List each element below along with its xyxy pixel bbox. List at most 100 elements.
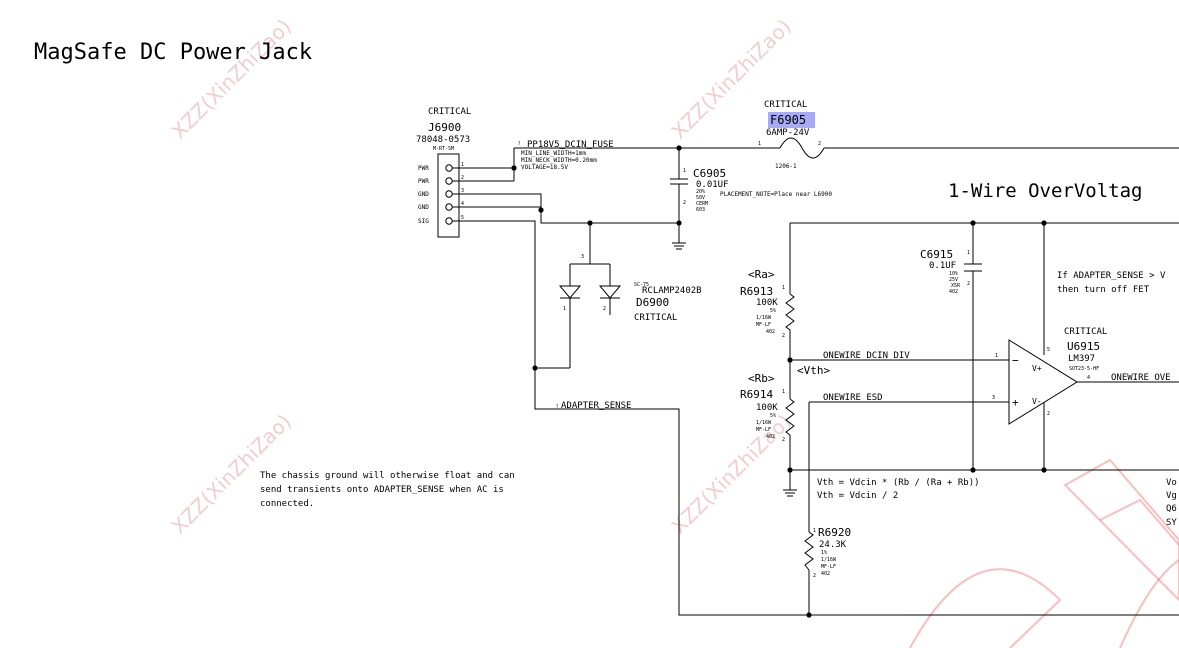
cap-pin1: 1 bbox=[967, 250, 970, 256]
connector-pin-circle bbox=[445, 203, 453, 211]
junction bbox=[787, 467, 793, 473]
comparator-minus: − bbox=[1012, 354, 1019, 367]
connector-pin-circle bbox=[445, 177, 453, 185]
cap-spec: 402 bbox=[949, 289, 958, 295]
junction bbox=[806, 612, 812, 618]
wire-adapter-sense bbox=[452, 220, 1179, 616]
junction bbox=[511, 165, 517, 171]
resistor-spec: 5% bbox=[770, 413, 776, 419]
junction bbox=[1041, 467, 1047, 473]
wire bbox=[540, 207, 679, 224]
watermarks: XZZ(XinZhiZao) XZZ(XinZhiZao) XZZ(XinZhi… bbox=[167, 14, 1179, 648]
wires-connector bbox=[452, 148, 1179, 616]
net-min-line: MIN_LINE_WIDTH=1mm bbox=[521, 150, 586, 157]
watermark-logo-4 bbox=[1119, 559, 1179, 648]
connector-j6900: CRITICAL J6900 78048-0573 M-RT-SM PWR PW… bbox=[416, 107, 471, 238]
connector-pin-num: 3 bbox=[461, 188, 464, 194]
resistor-pin1: 1 bbox=[782, 285, 785, 291]
connector-pin-circle bbox=[445, 164, 453, 172]
diode-ref: D6900 bbox=[636, 296, 669, 309]
adapter-sense-pin: 7 bbox=[556, 404, 559, 409]
connector-part: 78048-0573 bbox=[416, 135, 470, 145]
cut-text-2: Vg bbox=[1166, 491, 1177, 501]
cap-spec: X5R bbox=[951, 283, 961, 289]
resistor-ref: R6914 bbox=[740, 388, 773, 401]
net-onewire-dcin-div: ONEWIRE_DCIN_DIV bbox=[823, 351, 910, 361]
comparator-pin4: 4 bbox=[1087, 375, 1090, 381]
net-pin-num: 7 bbox=[518, 141, 521, 146]
resistor-pin2: 2 bbox=[782, 437, 785, 443]
connector-pin-name: GND bbox=[418, 204, 429, 211]
junction bbox=[538, 207, 544, 213]
resistor-ref: R6913 bbox=[740, 285, 773, 298]
connector-pkg: M-RT-SM bbox=[433, 146, 454, 152]
wires-right bbox=[783, 220, 1179, 618]
diode-b bbox=[598, 264, 622, 315]
resistor-pin2: 2 bbox=[813, 573, 816, 579]
connector-pins: PWR PWR GND GND SIG 1 2 3 4 5 bbox=[418, 162, 464, 225]
chassis-note-line2: send transients onto ADAPTER_SENSE when … bbox=[260, 485, 504, 495]
net-min-neck: MIN_NECK_WIDTH=0.20mm bbox=[521, 157, 597, 164]
comparator-pin1: 1 bbox=[995, 353, 998, 359]
cut-text-1: Vo bbox=[1166, 478, 1177, 488]
fuse-ref: F6905 bbox=[770, 113, 806, 127]
fuse-pkg: 1206-1 bbox=[775, 163, 797, 170]
note-right-line2: then turn off FET bbox=[1057, 285, 1150, 295]
resistor-value: 24.3K bbox=[819, 540, 847, 550]
comparator-plus: + bbox=[1012, 396, 1019, 409]
chassis-note: The chassis ground will otherwise float … bbox=[260, 471, 515, 509]
resistor-r6914: <Rb> R6914 1 100K 5% 1/16W MF-LF 402 2 bbox=[740, 372, 795, 443]
chassis-note-line3: connected. bbox=[260, 499, 314, 509]
resistor-spec: MF-LF bbox=[756, 427, 771, 433]
comparator-vminus: V- bbox=[1032, 397, 1042, 406]
resistor-spec: 1/16W bbox=[756, 420, 772, 426]
diode-pin2: 2 bbox=[603, 306, 606, 312]
capacitor-c6915: C6915 0.1UF 10% 25V X5R 402 1 2 bbox=[920, 248, 982, 295]
comparator-vplus: V+ bbox=[1032, 364, 1042, 373]
connector-ref: J6900 bbox=[428, 121, 461, 134]
fuse-critical: CRITICAL bbox=[764, 100, 807, 110]
resistor-spec: 5% bbox=[770, 308, 776, 314]
comparator-body bbox=[1008, 339, 1078, 425]
comparator-pkg: SOT23-5-HF bbox=[1069, 366, 1099, 372]
resistor-spec: 1/16W bbox=[821, 557, 837, 563]
connector-pin-circle bbox=[445, 217, 453, 225]
connector-pin-num: 2 bbox=[461, 175, 464, 181]
connector-pin-num: 5 bbox=[461, 215, 464, 221]
cap-spec: 25V bbox=[949, 277, 958, 283]
net-onewire-out: ONEWIRE_OVE bbox=[1111, 373, 1171, 383]
connector-pin-name: PWR bbox=[418, 178, 429, 185]
resistor-ref: R6920 bbox=[818, 526, 851, 539]
resistor-spec: MF-LF bbox=[821, 564, 836, 570]
resistor-spec: 402 bbox=[766, 434, 775, 440]
connector-pin-name: GND bbox=[418, 191, 429, 198]
chassis-note-line1: The chassis ground will otherwise float … bbox=[260, 471, 515, 481]
diode-pin1: 1 bbox=[563, 306, 566, 312]
resistor-spec: 402 bbox=[821, 571, 830, 577]
junction bbox=[970, 220, 976, 226]
cap-pin2: 2 bbox=[683, 200, 686, 206]
connector-pin-num: 4 bbox=[461, 201, 464, 207]
page-title: MagSafe DC Power Jack bbox=[34, 40, 312, 65]
watermark-4: XZZ(XinZhiZao) bbox=[667, 409, 796, 538]
junction bbox=[676, 220, 682, 226]
watermark-logo-1 bbox=[1063, 458, 1179, 602]
diode-pin3: 3 bbox=[581, 254, 584, 260]
resistor-r6920: 1 R6920 24.3K 1% 1/16W MF-LF 402 2 bbox=[804, 526, 851, 579]
wire bbox=[570, 223, 610, 265]
watermark-logo-3 bbox=[909, 568, 1062, 648]
ground-symbol bbox=[672, 242, 686, 250]
section-title: 1-Wire OverVoltag bbox=[948, 180, 1142, 202]
fuse-pin2: 2 bbox=[818, 141, 821, 147]
net-voltage: VOLTAGE=18.5V bbox=[521, 164, 568, 171]
comparator-critical: CRITICAL bbox=[1064, 327, 1107, 337]
junction bbox=[587, 220, 593, 226]
junction bbox=[970, 467, 976, 473]
junction bbox=[1041, 220, 1047, 226]
net-pp18v5-name: PP18V5_DCIN_FUSE bbox=[527, 140, 614, 150]
resistor-pin1: 1 bbox=[782, 389, 785, 395]
fuse-symbol bbox=[779, 137, 825, 159]
cut-text-3: Q6 bbox=[1166, 504, 1177, 514]
